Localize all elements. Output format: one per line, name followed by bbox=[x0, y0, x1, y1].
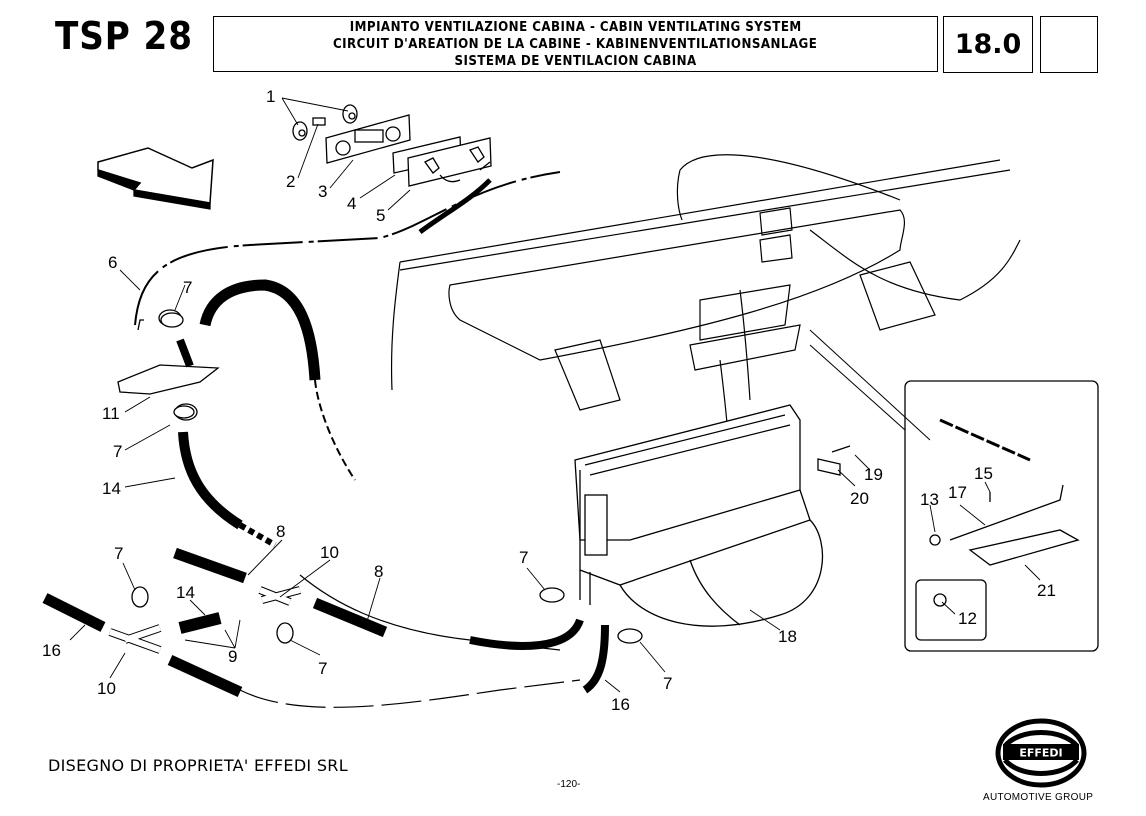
section-number: 18.0 bbox=[943, 16, 1033, 73]
title-line-3: SISTEMA DE VENTILACION CABINA bbox=[454, 52, 697, 69]
hose-upper-left bbox=[117, 279, 356, 548]
callout-7d: 7 bbox=[318, 659, 328, 678]
callout-16b: 16 bbox=[611, 695, 630, 714]
effedi-logo-icon: EFFEDI bbox=[995, 718, 1087, 788]
callout-21: 21 bbox=[1037, 581, 1056, 600]
callout-7b: 7 bbox=[113, 442, 123, 461]
title-box: IMPIANTO VENTILAZIONE CABINA - CABIN VEN… bbox=[213, 16, 938, 72]
callout-8a: 8 bbox=[276, 522, 286, 541]
callout-19: 19 bbox=[864, 465, 883, 484]
callout-10b: 10 bbox=[97, 679, 116, 698]
callout-20: 20 bbox=[850, 489, 869, 508]
callout-1: 1 bbox=[266, 87, 276, 106]
empty-box bbox=[1040, 16, 1098, 73]
callout-2: 2 bbox=[286, 172, 296, 191]
callout-9: 9 bbox=[228, 647, 238, 666]
callout-7f: 7 bbox=[663, 674, 673, 693]
callout-4: 4 bbox=[347, 194, 357, 213]
callout-18: 18 bbox=[778, 627, 797, 646]
detail-inset-small bbox=[915, 579, 987, 641]
model-code: TSP 28 bbox=[55, 14, 193, 58]
callout-11: 11 bbox=[102, 404, 120, 423]
hose-clamps bbox=[160, 312, 643, 644]
callout-17: 17 bbox=[948, 483, 967, 502]
detail-parts bbox=[929, 418, 1080, 607]
hose-lower-group bbox=[42, 547, 609, 708]
callout-12: 12 bbox=[958, 609, 977, 628]
callout-14b: 14 bbox=[176, 583, 195, 602]
title-line-1: IMPIANTO VENTILAZIONE CABINA - CABIN VEN… bbox=[349, 18, 802, 35]
detail-inset bbox=[904, 380, 1099, 652]
direction-arrow-icon bbox=[97, 147, 214, 210]
callout-15: 15 bbox=[974, 464, 993, 483]
callout-7e: 7 bbox=[519, 548, 529, 567]
callout-6: 6 bbox=[108, 253, 118, 272]
callout-16a: 16 bbox=[42, 641, 61, 660]
callout-14a: 14 bbox=[102, 479, 121, 498]
callout-7c: 7 bbox=[114, 544, 124, 563]
callout-5: 5 bbox=[376, 206, 386, 225]
callout-7a: 7 bbox=[183, 278, 193, 297]
bracket-screw bbox=[817, 445, 851, 476]
leader-lines bbox=[69, 97, 1041, 693]
heater-unit bbox=[574, 404, 824, 627]
page-number: -120- bbox=[557, 779, 581, 790]
callout-13: 13 bbox=[920, 490, 939, 509]
callout-3: 3 bbox=[318, 182, 328, 201]
callout-8b: 8 bbox=[374, 562, 384, 581]
callout-10a: 10 bbox=[320, 543, 339, 562]
ownership-notice: DISEGNO DI PROPRIETA' EFFEDI SRL bbox=[48, 756, 348, 775]
control-cable-path bbox=[134, 171, 561, 326]
logo-tagline: AUTOMOTIVE GROUP bbox=[983, 792, 1094, 803]
control-panel-parts bbox=[292, 104, 492, 187]
dashboard-outline bbox=[390, 154, 1021, 461]
logo-wordmark: EFFEDI bbox=[1019, 747, 1062, 760]
title-line-2: CIRCUIT D'AREATION DE LA CABINE - KABINE… bbox=[333, 35, 818, 52]
